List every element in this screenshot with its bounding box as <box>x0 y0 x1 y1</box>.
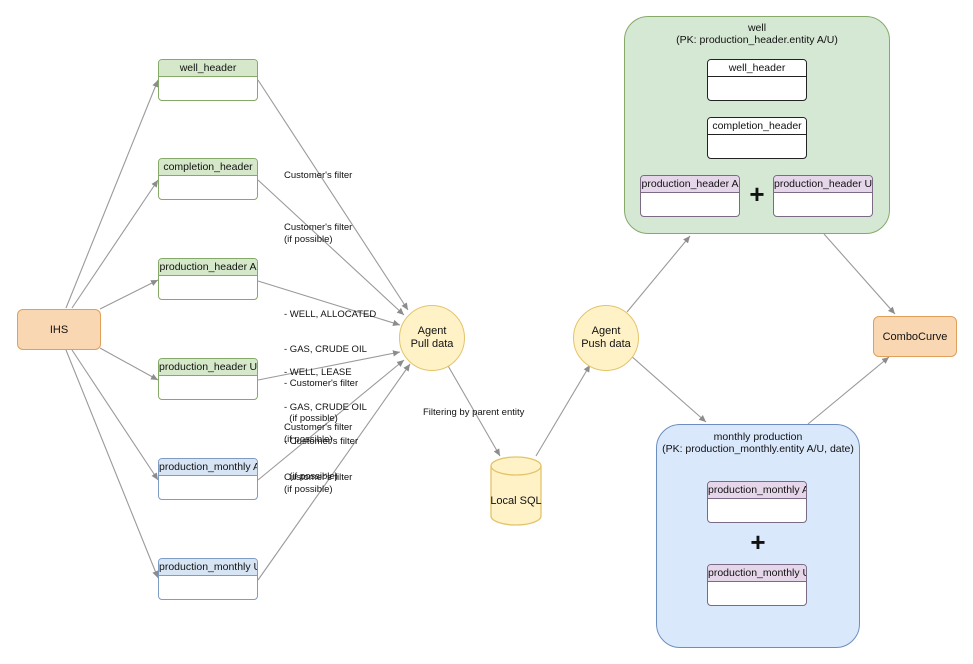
table-completion-header-title: completion_header <box>159 159 257 176</box>
table-completion-header[interactable]: completion_header <box>158 158 258 200</box>
edge-ihs-production-header-u <box>99 347 159 381</box>
table-production-monthly-a-title: production_monthly A <box>159 459 257 476</box>
edge-ihs-production-monthly-u <box>65 349 159 579</box>
edge-push-monthly-group <box>629 354 707 423</box>
edge-completion-header-agent <box>257 179 405 316</box>
monthly-group-table-production-monthly-u[interactable]: production_monthly U <box>707 564 807 606</box>
ihs-source[interactable]: IHS <box>17 309 101 350</box>
edge-production-monthly-u-agent <box>257 363 411 581</box>
edge-production-header-u-agent <box>257 350 401 381</box>
edge-production-header-a-agent <box>257 280 401 326</box>
well-group-table-production-header-a-title: production_header A <box>641 176 739 193</box>
well-group-title: well <box>747 22 767 34</box>
agent-push[interactable]: Agent Push data <box>573 305 639 371</box>
monthly-group-subtitle: (PK: production_monthly.entity A/U, date… <box>662 443 854 455</box>
edge-push-well-group <box>626 235 691 313</box>
edge-well-group-combocurve <box>823 233 896 315</box>
table-well-header-title: well_header <box>159 60 257 77</box>
edge-monthly-group-combocurve <box>807 356 890 425</box>
agent-push-line2: Push data <box>581 338 631 350</box>
well-group-table-well-header[interactable]: well_header <box>707 59 807 101</box>
table-production-header-a[interactable]: production_header A <box>158 258 258 300</box>
monthly-production-group[interactable]: monthly production (PK: production_month… <box>656 424 860 648</box>
monthly-group-table-production-monthly-a-title: production_monthly A <box>708 482 806 499</box>
well-group-table-production-header-u-title: production_header U <box>774 176 872 193</box>
edge-ihs-production-header-a <box>99 279 159 310</box>
agent-push-line1: Agent <box>591 325 621 337</box>
well-group-subtitle: (PK: production_header.entity A/U) <box>676 34 838 46</box>
combocurve-destination[interactable]: ComboCurve <box>873 316 957 357</box>
database-icon <box>490 456 542 526</box>
edge-label-production-monthly-a: Customer's filter (if possible) <box>284 422 353 445</box>
edge-ihs-production-monthly-a <box>71 349 159 481</box>
edge-agent-local-sql <box>446 363 501 457</box>
table-production-header-u-title: production_header U <box>159 359 257 376</box>
edge-ihs-well-header <box>65 79 159 309</box>
well-group-plus-icon: + <box>749 179 765 209</box>
table-well-header[interactable]: well_header <box>158 59 258 101</box>
edge-label-production-header-u: - WELL, LEASE - GAS, CRUDE OIL - Custome… <box>284 367 367 482</box>
edge-label-filtering: Filtering by parent entity <box>423 407 525 418</box>
edge-label-production-monthly-u: Customer's filter (if possible) <box>284 472 353 495</box>
monthly-group-plus-icon: + <box>750 527 766 557</box>
agent-pull-line2: Pull data <box>410 338 454 350</box>
monthly-group-table-production-monthly-a[interactable]: production_monthly A <box>707 481 807 523</box>
well-group-table-production-header-a[interactable]: production_header A <box>640 175 740 217</box>
well-group-table-production-header-u[interactable]: production_header U <box>773 175 873 217</box>
edge-well-header-agent <box>257 79 409 311</box>
ihs-label: IHS <box>49 323 69 336</box>
local-sql-database[interactable]: Local SQL <box>490 456 542 526</box>
table-production-monthly-u-title: production_monthly U <box>159 559 257 576</box>
agent-pull[interactable]: Agent Pull data <box>399 305 465 371</box>
edge-label-completion-filter: Customer's filter (if possible) <box>284 222 353 245</box>
monthly-group-title: monthly production <box>713 431 803 443</box>
edge-ihs-completion-header <box>71 179 159 309</box>
edge-label-well-header-filter: Customer's filter <box>284 170 353 181</box>
well-group-table-well-header-title: well_header <box>708 60 806 77</box>
table-production-monthly-a[interactable]: production_monthly A <box>158 458 258 500</box>
combocurve-label: ComboCurve <box>882 330 948 343</box>
agent-pull-line1: Agent <box>417 325 447 337</box>
well-group-table-completion-header-title: completion_header <box>708 118 806 135</box>
edge-production-monthly-a-agent <box>257 359 405 481</box>
table-production-header-a-title: production_header A <box>159 259 257 276</box>
edge-label-production-header-a: - WELL, ALLOCATED - GAS, CRUDE OIL - Cus… <box>284 309 377 424</box>
edge-local-sql-push <box>535 364 591 457</box>
local-sql-label: Local SQL <box>490 495 542 507</box>
monthly-group-table-production-monthly-u-title: production_monthly U <box>708 565 806 582</box>
table-production-header-u[interactable]: production_header U <box>158 358 258 400</box>
well-group-table-completion-header[interactable]: completion_header <box>707 117 807 159</box>
table-production-monthly-u[interactable]: production_monthly U <box>158 558 258 600</box>
